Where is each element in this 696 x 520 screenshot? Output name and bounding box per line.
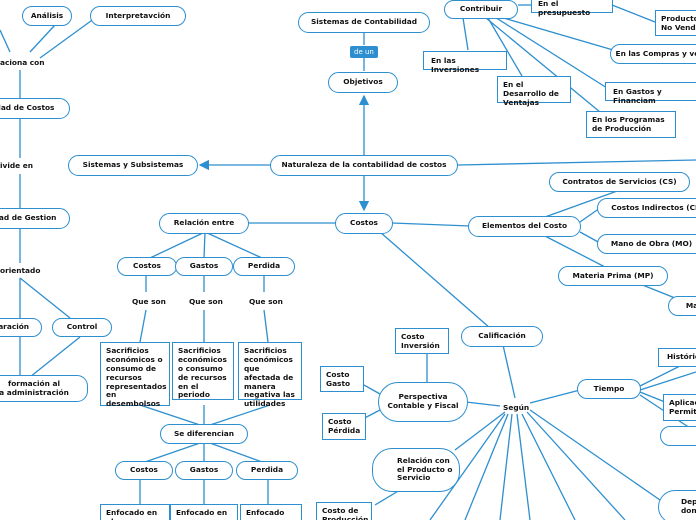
sistemas-subsistemas-node[interactable]: Sistemas y Subsistemas (68, 155, 198, 176)
costos-indirectos-node[interactable]: Costos Indirectos (CI (597, 198, 696, 218)
historico-node[interactable]: Históric (658, 348, 696, 367)
calidad-costos-node[interactable]: dad de Costos (0, 98, 70, 119)
gastos-b-node[interactable]: Gastos (175, 461, 233, 480)
sacrificios-1-node[interactable]: Sacrificios económicos o consumo de recu… (100, 342, 170, 408)
materia-prima-node[interactable]: Materia Prima (MP) (558, 266, 668, 286)
ma-node[interactable]: Ma (668, 296, 696, 316)
costos-a-node[interactable]: Costos (117, 257, 177, 276)
divide-en-label: ivide en (0, 161, 34, 170)
calidad-gestion-node[interactable]: dad de Gestion (0, 208, 70, 229)
sistemas-contabilidad-node[interactable]: Sistemas de Contabilidad (298, 12, 430, 33)
costo-perdida-node[interactable]: Costo Pérdida (322, 413, 366, 440)
enfocado-1-node[interactable]: Enfocado en el ... (100, 504, 170, 520)
analisis-node[interactable]: Análisis (22, 6, 72, 26)
perdida-b-node[interactable]: Perdida (236, 461, 298, 480)
de-un-badge: de un (350, 46, 378, 58)
enfocado-3-node[interactable]: Enfocado en (240, 504, 302, 520)
objetivos-node[interactable]: Objetivos (328, 72, 398, 93)
informacion-node[interactable]: formación al a administración (0, 375, 88, 402)
tiempo-node[interactable]: Tiempo (577, 379, 641, 399)
en-presupuesto-node[interactable]: En el presupuesto (531, 0, 613, 17)
relaciona-con-label: aciona con (0, 58, 45, 67)
perspectiva-node[interactable]: Perspectiva Contable y Fiscal (378, 382, 468, 422)
elementos-costo-node[interactable]: Elementos del Costo (468, 216, 581, 237)
desarrollo-ventajas-node[interactable]: En el Desarrollo de Ventajas (497, 76, 571, 107)
enfocado-2-node[interactable]: Enfocado en (170, 504, 238, 520)
costos-b-node[interactable]: Costos (115, 461, 173, 480)
costos-center-node[interactable]: Costos (335, 213, 393, 234)
segun-label: Según (503, 403, 530, 412)
que-son-1-label: Que son (132, 297, 166, 306)
se-diferencian-node[interactable]: Se diferencian (160, 424, 248, 444)
costo-produccion-node[interactable]: Costo de Producción (316, 502, 372, 520)
contratos-servicios-node[interactable]: Contratos de Servicios (CS) (549, 172, 690, 192)
sacrificios-2-node[interactable]: Sacrificios económicos o consumo de recu… (172, 342, 234, 400)
naturaleza-node[interactable]: Naturaleza de la contabilidad de costos (270, 155, 458, 176)
comparacion-node[interactable]: paración (0, 318, 42, 337)
programas-produccion-node[interactable]: En los Programas de Producción (586, 111, 676, 138)
mano-obra-node[interactable]: Mano de Obra (MO) (597, 234, 696, 254)
sacrificios-3-node[interactable]: Sacrificios económicos que afectada de m… (238, 342, 302, 408)
costo-gasto-node[interactable]: Costo Gasto (320, 366, 364, 392)
control-node[interactable]: Control (52, 318, 112, 337)
perdida-a-node[interactable]: Perdida (233, 257, 295, 276)
p-node[interactable]: P (660, 426, 696, 446)
en-compras-node[interactable]: En las Compras y ven (610, 44, 696, 64)
calificacion-node[interactable]: Calificación (461, 326, 543, 347)
interpretacion-node[interactable]: Interpretavción (90, 6, 186, 26)
orientado-label: orientado (0, 266, 41, 275)
dependiendo-node[interactable]: Depe dono (658, 490, 696, 520)
producto-no-vendido-node[interactable]: Producto No Vendi (655, 10, 696, 36)
gastos-financiamiento-node[interactable]: En Gastos y Financiam (605, 82, 696, 105)
gastos-a-node[interactable]: Gastos (175, 257, 233, 276)
costo-inversion-node[interactable]: Costo Inversión (395, 328, 449, 354)
relacion-entre-node[interactable]: Relación entre (159, 213, 249, 234)
que-son-3-label: Que son (249, 297, 283, 306)
que-son-2-label: Que son (189, 297, 223, 306)
aplicacion-node[interactable]: Aplicac Permit (663, 394, 696, 421)
relacion-producto-node[interactable]: Relación con el Producto o Servicio (372, 448, 460, 492)
en-inversiones-node[interactable]: En las Inversiones (423, 51, 507, 74)
contribuir-node[interactable]: Contribuir (444, 0, 518, 19)
